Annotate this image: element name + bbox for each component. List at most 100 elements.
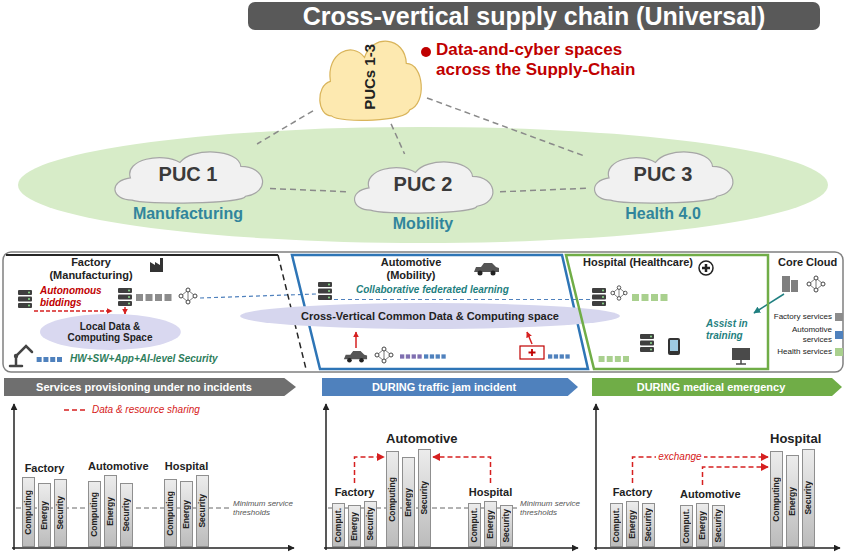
cloud-text: PUC 1	[159, 162, 218, 186]
chart-bar: Security	[642, 503, 655, 547]
label-text: Minimum service thresholds	[233, 499, 295, 517]
bar-label: Comput.	[681, 509, 692, 543]
cloud-text: Manufacturing	[133, 204, 243, 224]
bar-label: Energy	[627, 510, 638, 539]
sharing-arrow	[355, 457, 385, 483]
cloud-text: PUC 2	[394, 172, 453, 196]
bar-label: Security	[55, 496, 66, 530]
banner-text: DURING traffic jam incident	[372, 380, 516, 394]
link-line	[500, 188, 586, 192]
label-text: Data-and-cyber spaces across the Supply-…	[436, 40, 668, 79]
chart-bar: Computing	[22, 477, 35, 547]
label-text: Autonomous biddings	[40, 285, 110, 308]
node-outline	[322, 378, 578, 396]
legend-item: Data & resource sharing	[64, 404, 200, 415]
legend-text: Health services	[770, 347, 832, 357]
bar-group: HospitalComput.EnergySecurity	[468, 485, 513, 547]
scenario-banner: DURING medical emergency	[592, 378, 842, 396]
bar-label: Security	[121, 498, 132, 532]
factory-illustration	[10, 346, 32, 366]
edge-label: exchange	[656, 451, 703, 463]
link-line	[427, 98, 586, 157]
label-text: Collaborative federated learning	[356, 284, 556, 296]
automotive-illustration	[527, 332, 532, 344]
chart-bar: Energy	[180, 481, 193, 547]
hospital-illustration	[599, 356, 629, 362]
group-text: Automotive	[88, 459, 133, 473]
node-outline	[4, 378, 296, 396]
factory-illustration	[200, 294, 316, 298]
label: Minimum service thresholds	[233, 499, 295, 517]
puc-cloud: PUC 3 Health 4.0	[588, 146, 738, 224]
legend-text: Data & resource sharing	[92, 404, 200, 415]
hospital-illustration	[670, 340, 678, 351]
node-outline	[556, 254, 770, 370]
core-cloud-illustration	[791, 280, 798, 292]
bar-label: Energy	[105, 497, 116, 526]
data-space-ellipse: Local Data & Computing Space	[40, 314, 181, 350]
chart-axes	[324, 547, 578, 549]
bar-group: AutomotiveComputing Energy Security	[88, 459, 133, 547]
hospital-illustration	[732, 348, 750, 360]
bar-group: AutomotiveComput.EnergySecurity	[680, 487, 725, 547]
node-outline	[566, 255, 768, 369]
group-text: Hospital	[770, 431, 815, 447]
factory-illustration	[150, 258, 163, 272]
factory-illustration	[179, 288, 197, 304]
core-cloud-illustration	[782, 276, 790, 292]
group-text: Factory	[332, 485, 377, 499]
cloud-text: Health 4.0	[625, 204, 701, 224]
chart-axes	[12, 404, 840, 550]
hospital-illustration	[668, 338, 680, 355]
factory-illustration	[18, 290, 32, 308]
bar-label: Security	[713, 509, 724, 543]
chart-bar: Computing	[88, 481, 101, 547]
bar-label: Computing	[387, 477, 398, 522]
label: Assist in training	[706, 318, 764, 341]
chart-bar: Security	[196, 475, 209, 547]
cloud-text: PUCs 1-3	[361, 44, 379, 110]
link-line	[257, 111, 313, 144]
bar-label: Comput.	[469, 508, 480, 542]
bar-group: FactoryComputingEnergySecurity	[22, 461, 67, 547]
bar-label: Security	[197, 494, 208, 528]
legend-line-sample	[64, 407, 88, 413]
cloud-text: PUC 3	[634, 162, 693, 186]
scenario-banner: Services provisioning under no incidents	[4, 378, 296, 396]
link-line	[270, 188, 346, 191]
automotive-illustration	[318, 282, 332, 300]
bar-label: Comput.	[611, 508, 622, 542]
label: Autonomous biddings	[40, 285, 110, 308]
node-outline	[6, 254, 278, 256]
title-text: Cross-vertical supply chain (Universal)	[303, 2, 766, 30]
hospital-illustration	[736, 360, 746, 364]
green-ground	[18, 127, 828, 243]
hospital-illustration	[699, 261, 713, 275]
sharing-arrow	[703, 467, 769, 485]
puc-cloud: PUC 2Mobility	[348, 156, 498, 234]
automotive-illustration	[548, 354, 570, 358]
automotive-illustration	[474, 263, 499, 276]
chart-bar: Energy	[786, 455, 799, 547]
group-text: Hospital	[164, 459, 209, 473]
label-text: Assist in training	[706, 318, 764, 341]
chart-bar: Security	[712, 505, 725, 547]
legend-swatch	[835, 348, 843, 356]
legend-item: Factory services	[770, 312, 843, 322]
bar-label: Computing	[165, 491, 176, 536]
chart-bar: Comput.	[332, 503, 345, 547]
automotive-illustration	[400, 354, 422, 358]
label-text: HW+SW+App+AI-level Security	[70, 353, 250, 365]
label-text: Core Cloud	[778, 256, 842, 269]
chart-bar: Computing	[386, 451, 399, 547]
bar-label: Comput.	[333, 508, 344, 542]
label: Data-and-cyber spaces across the Supply-…	[436, 40, 668, 79]
vertical-region: Hospital (Healthcare)	[556, 254, 770, 370]
region-text: Factory (Manufacturing)	[36, 256, 146, 282]
factory-illustration	[136, 294, 172, 301]
label: Collaborative federated learning	[356, 284, 556, 296]
automotive-illustration	[344, 351, 367, 363]
group-text: Factory	[22, 461, 67, 475]
